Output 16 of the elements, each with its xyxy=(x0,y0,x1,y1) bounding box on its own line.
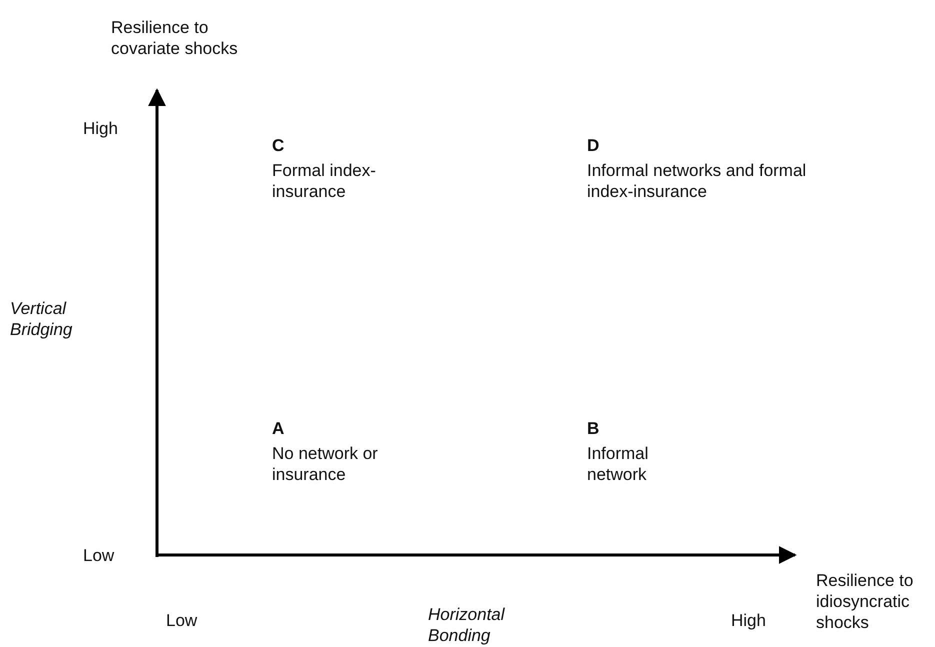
tick-label: High xyxy=(83,118,118,139)
axis-label: Horizontal Bonding xyxy=(428,604,506,646)
quadrant-text: No network or insurance xyxy=(272,443,379,485)
quadrant-letter: A xyxy=(272,418,284,439)
quadrant-text: Formal index-insurance xyxy=(272,160,377,202)
axis-title: Resilience to idiosyncratic shocks xyxy=(816,570,914,633)
tick-label: High xyxy=(731,610,766,631)
tick-label: Low xyxy=(83,545,114,566)
quadrant-text: Informal network xyxy=(587,443,650,485)
quadrant-letter: B xyxy=(587,418,600,439)
quadrant-letter: D xyxy=(587,135,600,156)
tick-label: Low xyxy=(166,610,198,631)
axis-title: Resilience to covariate shocks xyxy=(111,17,239,59)
quadrant-text: Informal networks and formal index-insurance xyxy=(587,160,808,202)
axis-label: Vertical Bridging xyxy=(10,298,74,340)
quadrant-letter: C xyxy=(272,135,284,156)
